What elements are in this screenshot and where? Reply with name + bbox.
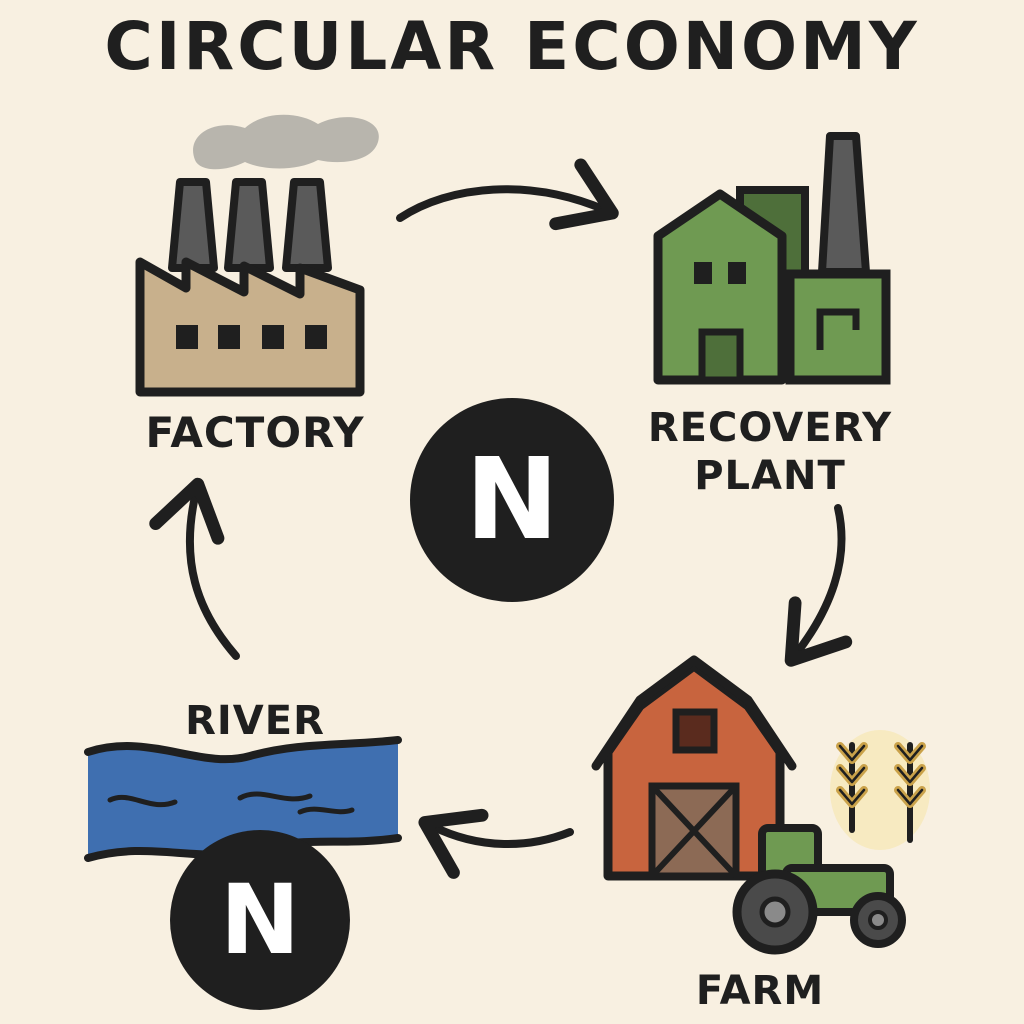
- factory-chimney-3: [282, 178, 332, 272]
- river-badge-letter: N: [219, 864, 301, 976]
- arrow-river-to-factory: [149, 477, 240, 660]
- recovery-door: [698, 328, 744, 384]
- barn-icon: [591, 655, 797, 881]
- center-badge-letter: N: [465, 435, 559, 565]
- recovery-main-building: [653, 189, 787, 385]
- page-title: CIRCULAR ECONOMY: [104, 8, 920, 85]
- factory-window-2: [218, 325, 240, 349]
- barn-door-cross: [649, 783, 739, 879]
- factory-icon: [135, 114, 379, 397]
- recovery-window-2: [728, 262, 746, 284]
- recovery-window-1: [694, 262, 712, 284]
- nitrogen-badge-icon: [410, 398, 614, 602]
- barn-loft-window: [672, 708, 718, 754]
- river-label: RIVER: [185, 698, 325, 744]
- recovery-side-building: [785, 269, 891, 385]
- recovery-plant-label: RECOVERY PLANT: [620, 404, 920, 500]
- recovery-side-window: [816, 308, 860, 350]
- farm-label: FARM: [695, 968, 825, 1014]
- factory-smoke: [193, 114, 379, 170]
- recovery-plant-label-line2: PLANT: [694, 453, 846, 499]
- arrow-farm-to-river: [418, 808, 574, 879]
- factory-chimney-2: [224, 178, 274, 272]
- wheat-icon: [830, 730, 930, 850]
- recovery-plant-label-line1: RECOVERY: [647, 405, 893, 451]
- barn-roof-line: [591, 655, 797, 771]
- factory-label: FACTORY: [145, 408, 365, 457]
- recovery-plant-icon: [653, 132, 891, 385]
- factory-building: [135, 257, 365, 397]
- factory-chimney-1: [168, 178, 218, 272]
- tractor-icon: [732, 824, 906, 955]
- nitrogen-badge-icon: [170, 830, 350, 1010]
- factory-window-4: [305, 325, 327, 349]
- recovery-chimney: [818, 132, 870, 276]
- factory-window-1: [176, 325, 198, 349]
- arrow-factory-to-recovery: [396, 158, 619, 231]
- arrow-recovery-to-farm: [784, 504, 853, 667]
- factory-window-3: [262, 325, 284, 349]
